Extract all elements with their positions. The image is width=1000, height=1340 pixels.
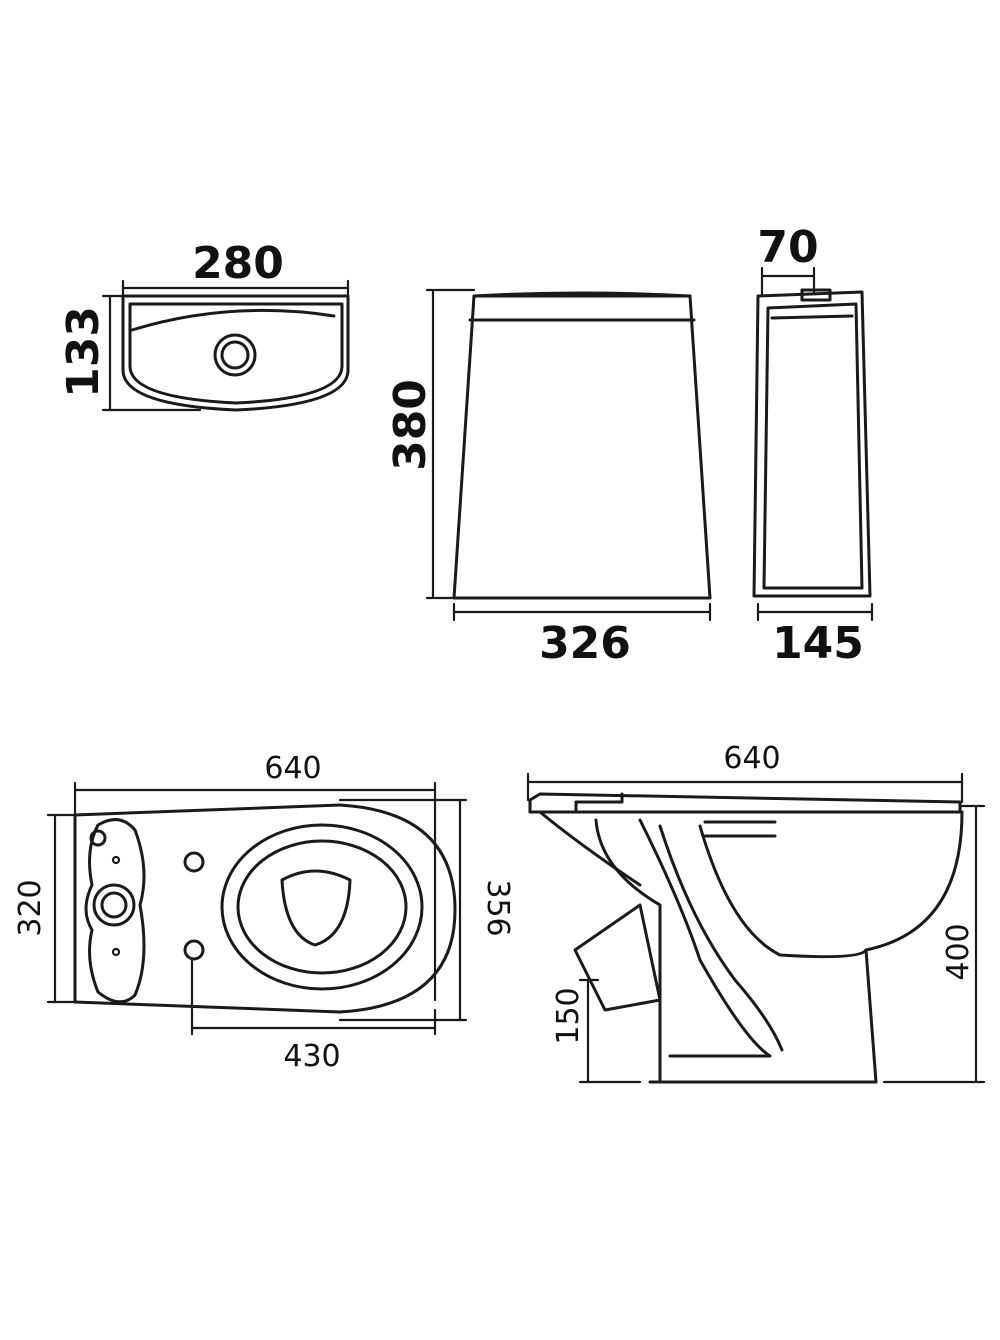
dimension-label-outlet-height: 150	[551, 987, 586, 1044]
bowl-side-view	[528, 792, 964, 1084]
dimension-label-bowl-width: 320	[13, 879, 48, 936]
cistern-side-view	[752, 288, 872, 598]
dimension-label-cistern-offset: 70	[757, 222, 818, 273]
dimension-lines-cistern-top	[101, 279, 350, 412]
dimension-lines-cistern-front	[425, 288, 712, 622]
dimension-lines-bowl-top	[46, 781, 468, 1036]
dimension-label-bolt-to-front: 430	[283, 1039, 340, 1074]
dimension-label-side-length: 640	[723, 741, 780, 776]
bowl-top-view	[73, 803, 457, 1014]
dimension-lines-cistern-side	[756, 266, 874, 622]
dimension-label-cistern-depth: 133	[58, 306, 109, 398]
dimension-label-bowl-height: 400	[941, 923, 976, 980]
dimension-label-bowl-length: 640	[264, 751, 321, 786]
dimension-lines-bowl-side	[526, 772, 986, 1084]
cistern-top-view	[121, 294, 350, 412]
dimension-label-cistern-height: 380	[385, 379, 436, 471]
dimension-label-cistern-side-depth: 145	[772, 618, 864, 669]
dimension-label-cistern-width: 280	[192, 238, 284, 289]
cistern-front-view	[452, 291, 712, 600]
dimension-label-cistern-front-width: 326	[539, 618, 631, 669]
dimension-label-bowl-outer-width: 356	[480, 879, 515, 936]
